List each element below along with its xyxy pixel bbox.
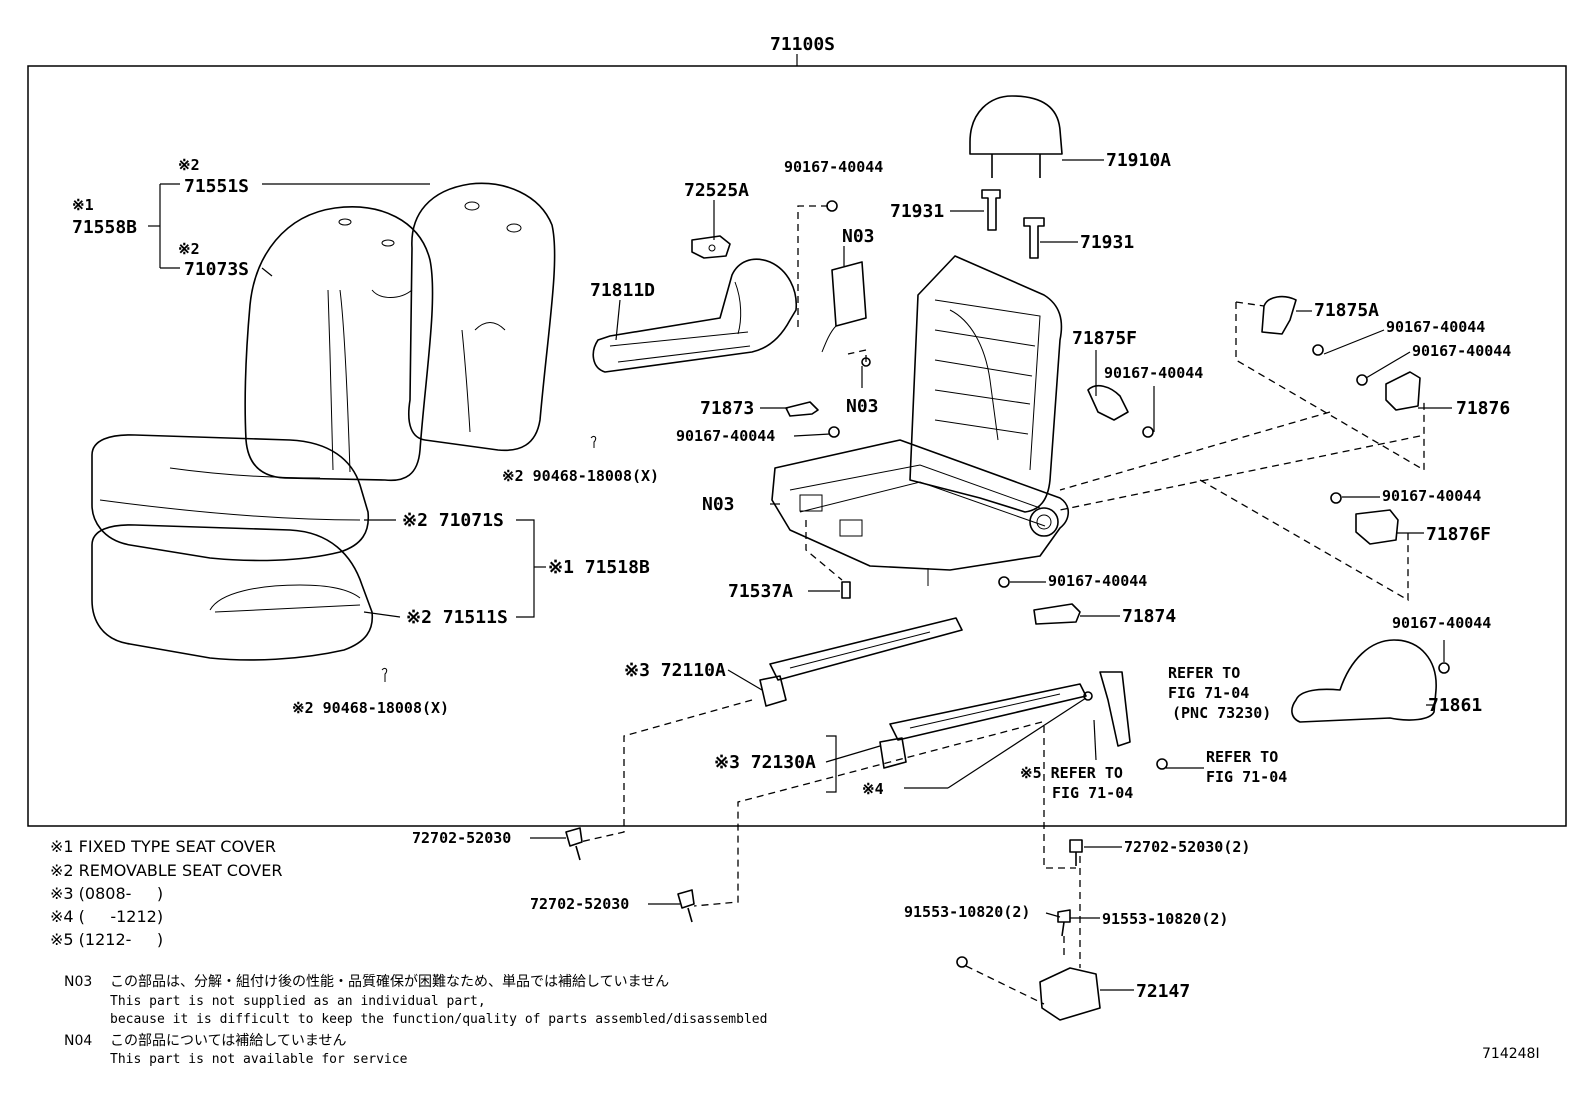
callout-71873: 71873 (700, 398, 754, 419)
footnote-text: This part is not available for service (110, 1052, 408, 1067)
callout-71551S: 71551S (184, 176, 249, 197)
callout-90167-40044: 90167-40044 (1048, 572, 1147, 590)
callout-N03: N03 (702, 494, 735, 515)
bracket-71873 (785, 401, 819, 417)
footnote-text: この部品は、分解・組付け後の性能・品質確保が困難なため、単品では補給していません (110, 974, 669, 990)
bracket-71875F (1087, 384, 1129, 421)
callout-refer-fig: REFER TO (1206, 748, 1278, 766)
callout-refer-fig-71-04: ※5 REFER TO (1020, 764, 1123, 782)
callout-N03: N03 (846, 396, 879, 417)
callout-N03: N03 (842, 226, 875, 247)
callout-71876: 71876 (1456, 398, 1510, 419)
callout-72702-52030: 72702-52030 (530, 895, 629, 913)
footnotes: N03 この部品は、分解・組付け後の性能・品質確保が困難なため、単品では補給して… (64, 974, 767, 1067)
callout-72702-52030: 72702-52030 (412, 829, 511, 847)
assembly-frame (27, 65, 1567, 827)
callout-71537A: 71537A (728, 581, 793, 602)
legend-item: ※5 (1212- ) (50, 930, 163, 949)
callout-71861: 71861 (1428, 695, 1482, 716)
callout-90167-40044: 90167-40044 (1386, 318, 1485, 336)
callout-labels: ※2 71551S ※1 71558B ※2 71073S 72525A 718… (72, 150, 1511, 1002)
callout-71073S: 71073S (184, 259, 249, 280)
headrest-guide-1 (981, 189, 1001, 231)
bolts (381, 200, 1450, 968)
pin-71537A (841, 581, 851, 599)
legend: ※1 FIXED TYPE SEAT COVER ※2 REMOVABLE SE… (50, 837, 282, 949)
callout-71811D: 71811D (590, 280, 655, 301)
callout-90167-40044: 90167-40044 (1412, 342, 1511, 360)
seat-frame (771, 255, 1070, 586)
callout-71875A: 71875A (1314, 300, 1379, 321)
callout-71874: 71874 (1122, 606, 1176, 627)
callout-71931: 71931 (890, 201, 944, 222)
note-mark: ※2 (178, 240, 200, 258)
assembly-dash-lines (579, 205, 1425, 1005)
hinge-cover-71875A (1261, 295, 1297, 335)
callout-90468-18008: ※2 90468-18008(X) (502, 467, 659, 485)
legend-item: ※2 REMOVABLE SEAT COVER (50, 861, 282, 880)
callout-71558B: 71558B (72, 217, 137, 238)
note-mark: ※2 (178, 156, 200, 174)
callout-71518B: ※1 71518B (548, 557, 650, 578)
footnote-code: N03 (64, 974, 92, 990)
bracket-71874 (1033, 603, 1081, 625)
callout-90167-40044: 90167-40044 (676, 427, 775, 445)
airbag-module (821, 261, 867, 353)
callout-71875F: 71875F (1072, 328, 1137, 349)
callout-90167-40044: 90167-40044 (1392, 614, 1491, 632)
armrest (592, 258, 797, 373)
figure-id: 714248I (1482, 1046, 1540, 1062)
callout-71931: 71931 (1080, 232, 1134, 253)
seat-track-72110A (759, 617, 963, 707)
callout-90167-40044: 90167-40044 (1382, 487, 1481, 505)
callout-72130A: ※3 72130A (714, 752, 816, 773)
callout-72110A: ※3 72110A (624, 660, 726, 681)
seatback-cover-front (244, 206, 434, 482)
callout-71910A: 71910A (1106, 150, 1171, 171)
seat-track-72130A (879, 683, 1087, 769)
assembly-label: 71100S (770, 34, 835, 55)
legend-item: ※4 ( -1212) (50, 907, 163, 926)
callout-72702-52030: 72702-52030(2) (1124, 838, 1250, 856)
headrest-guide-2 (1023, 217, 1045, 259)
callout-71071S: ※2 71071S (402, 510, 504, 531)
hinge-cover-71876 (1385, 371, 1421, 411)
callout-90167-40044: 90167-40044 (784, 158, 883, 176)
bracket-72147 (1039, 967, 1101, 1021)
note-mark: ※1 (72, 196, 94, 214)
callout-90167-40044: 90167-40044 (1104, 364, 1203, 382)
footnote-code: N04 (64, 1033, 92, 1049)
callout-refer-fig: FIG 71-04 (1206, 768, 1287, 786)
callout-91553-10820: 91553-10820(2) (904, 903, 1030, 921)
headrest (969, 95, 1063, 178)
footnote-text: This part is not supplied as an individu… (110, 994, 486, 1009)
seatback-cover-rear (408, 182, 556, 452)
seat-cushion-cover-lower (91, 524, 374, 661)
callout-refer-fig: FIG 71-04 (1168, 684, 1249, 702)
callout-71511S: ※2 71511S (406, 607, 508, 628)
footnote-text: この部品については補給していません (110, 1033, 346, 1049)
callout-90468-18008: ※2 90468-18008(X) (292, 699, 449, 717)
callout-refer-fig-71-04: FIG 71-04 (1052, 784, 1133, 802)
callout-refer-fig: REFER TO (1168, 664, 1240, 682)
leader-lines (148, 159, 1452, 991)
callout-91553-10820: 91553-10820(2) (1102, 910, 1228, 928)
callout-71876F: 71876F (1426, 524, 1491, 545)
belt-anchor (1099, 671, 1131, 747)
legend-item: ※1 FIXED TYPE SEAT COVER (50, 837, 276, 856)
seat-cushion-cover-upper (91, 434, 370, 562)
side-shield-71861 (1291, 639, 1437, 723)
callout-72525A: 72525A (684, 180, 749, 201)
legend-item: ※3 (0808- ) (50, 884, 163, 903)
callout-note-4: ※4 (862, 780, 884, 798)
callout-72147: 72147 (1136, 981, 1190, 1002)
cover-71876F (1355, 509, 1399, 545)
armrest-bracket (691, 235, 731, 259)
callout-refer-fig: (PNC 73230) (1172, 704, 1271, 722)
footnote-text: because it is difficult to keep the func… (110, 1012, 767, 1027)
